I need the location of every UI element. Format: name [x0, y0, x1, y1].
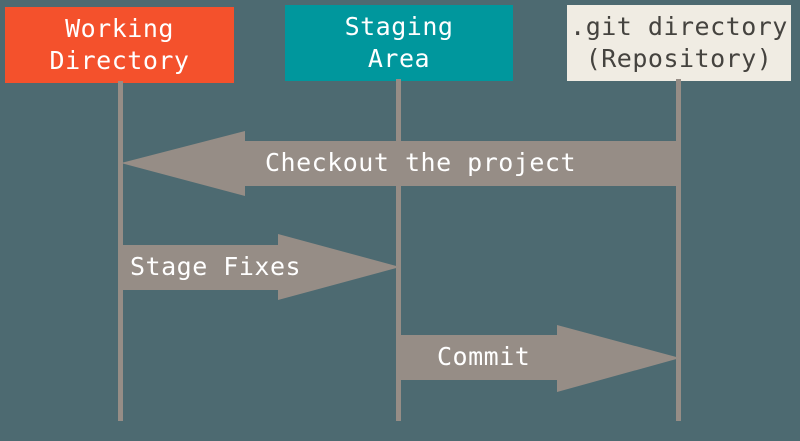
arrow-stage-fixes-label: Stage Fixes	[130, 252, 302, 281]
node-git-directory-label: .git directory (Repository)	[570, 12, 788, 73]
node-git-directory: .git directory (Repository)	[567, 5, 791, 81]
arrow-checkout-label: Checkout the project	[265, 148, 577, 177]
lifeline-staging-area	[396, 79, 401, 421]
node-working-directory: Working Directory	[5, 7, 234, 83]
lifeline-git-directory	[676, 79, 681, 421]
lifeline-working-directory	[118, 81, 123, 421]
node-staging-area: Staging Area	[285, 5, 513, 81]
node-staging-area-label: Staging Area	[344, 12, 454, 73]
arrow-commit-label: Commit	[437, 342, 531, 371]
node-working-directory-label: Working Directory	[49, 14, 190, 75]
